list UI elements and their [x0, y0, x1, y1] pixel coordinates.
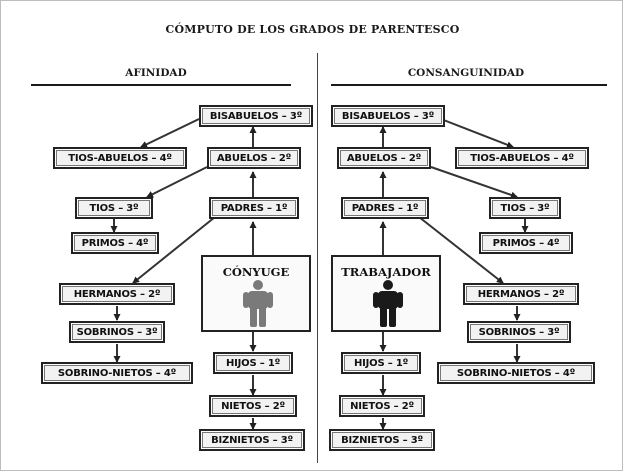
afinidad-heading-rule: [31, 84, 291, 86]
diagram-title: CÓMPUTO DE LOS GRADOS DE PARENTESCO: [165, 23, 460, 36]
consanguinidad-tios-abuelos-box: TIOS-ABUELOS – 4º: [455, 147, 589, 169]
afinidad-sobrinos-box: SOBRINOS – 3º: [69, 321, 165, 343]
arrow-padres-hermanos-co: [418, 216, 504, 284]
conyuge-person-icon: [243, 280, 273, 327]
arrow-padres-hermanos-af: [132, 216, 216, 284]
trabajador-label: TRABAJADOR: [341, 265, 431, 279]
afinidad-heading: AFINIDAD: [125, 67, 187, 79]
arrow-abuelos-tios-co: [430, 166, 518, 199]
conyuge-label: CÓNYUGE: [222, 265, 290, 279]
consanguinidad-primos-box: PRIMOS – 4º: [479, 232, 573, 254]
trabajador-person-icon: [373, 280, 403, 327]
afinidad-hijos-box: HIJOS – 1º: [213, 352, 293, 374]
consanguinidad-sobrinos-box: SOBRINOS – 3º: [467, 321, 571, 343]
afinidad-sobrino-nietos-box: SOBRINO-NIETOS – 4º: [41, 362, 193, 384]
arrow-bisabuelos-tiosabuelos-af: [140, 118, 200, 148]
column-divider: [317, 53, 318, 463]
consanguinidad-abuelos-box: ABUELOS – 2º: [337, 147, 431, 169]
consanguinidad-sobrino-nietos-box: SOBRINO-NIETOS – 4º: [437, 362, 595, 384]
conyuge-box: CÓNYUGE: [201, 255, 311, 332]
consanguinidad-nietos-box: NIETOS – 2º: [339, 395, 425, 417]
consanguinidad-padres-box: PADRES – 1º: [341, 197, 429, 219]
afinidad-primos-box: PRIMOS – 4º: [71, 232, 159, 254]
afinidad-padres-box: PADRES – 1º: [209, 197, 299, 219]
consanguinidad-bisabuelos-box: BISABUELOS – 3º: [331, 105, 445, 127]
arrow-bisabuelos-tiosabuelos-co: [440, 118, 514, 149]
arrow-abuelos-tios-af: [146, 166, 208, 198]
consanguinidad-tios-box: TIOS – 3º: [489, 197, 561, 219]
consanguinidad-hijos-box: HIJOS – 1º: [341, 352, 421, 374]
afinidad-tios-box: TIOS – 3º: [75, 197, 153, 219]
consanguinidad-biznietos-box: BIZNIETOS – 3º: [329, 429, 435, 451]
consanguinidad-heading-rule: [331, 84, 607, 86]
consanguinidad-hermanos-box: HERMANOS – 2º: [463, 283, 579, 305]
afinidad-abuelos-box: ABUELOS – 2º: [207, 147, 301, 169]
afinidad-biznietos-box: BIZNIETOS – 3º: [199, 429, 305, 451]
trabajador-box: TRABAJADOR: [331, 255, 441, 332]
afinidad-nietos-box: NIETOS – 2º: [209, 395, 297, 417]
consanguinidad-heading: CONSANGUINIDAD: [407, 67, 525, 79]
afinidad-tios-abuelos-box: TIOS-ABUELOS – 4º: [53, 147, 187, 169]
afinidad-hermanos-box: HERMANOS – 2º: [59, 283, 175, 305]
afinidad-bisabuelos-box: BISABUELOS – 3º: [199, 105, 313, 127]
